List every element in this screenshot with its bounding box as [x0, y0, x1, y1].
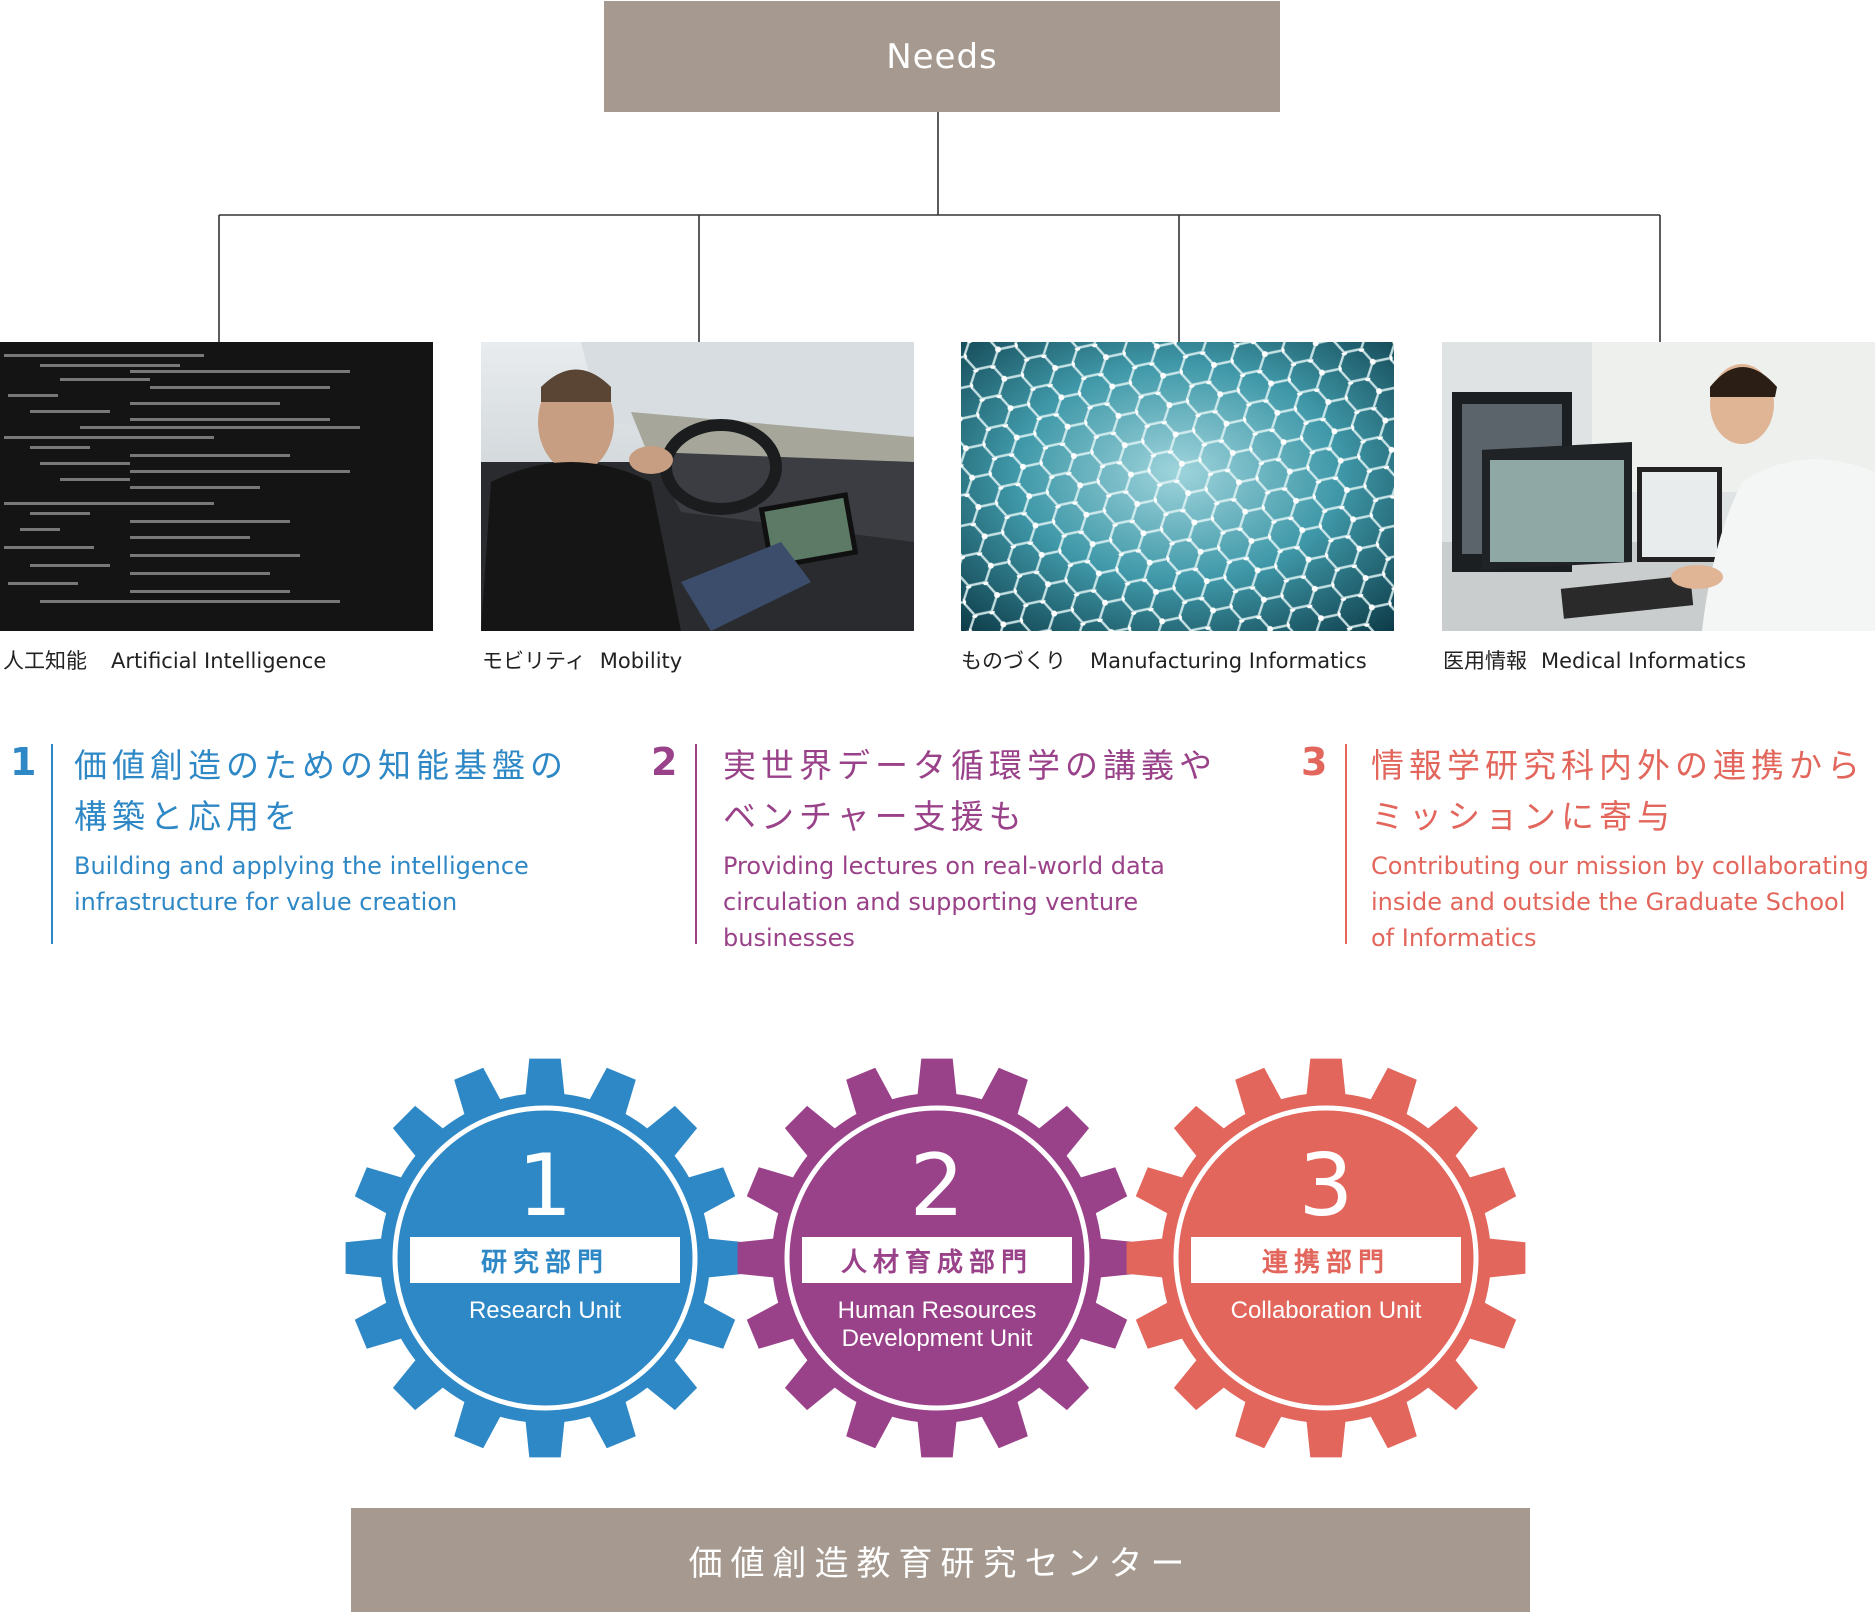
units-gears: 1 研究部門 Research Unit 2 人材育成部門 Human Reso… — [345, 1058, 1526, 1458]
mission-jp: 情報学研究科内外の連携からミッションに寄与 — [1371, 746, 1865, 836]
mission-jp: 実世界データ循環学の講義やベンチャー支援も — [723, 746, 1217, 836]
autonomous-car-photo — [481, 342, 914, 631]
mission-en: Contributing our mission by collaboratin… — [1371, 852, 1869, 952]
terminal-code-photo — [0, 342, 433, 631]
gear-collaboration-unit: 3 連携部門 Collaboration Unit — [1126, 1058, 1526, 1458]
gear-human-resources-unit: 2 人材育成部門 Human Resources Development Uni… — [737, 1058, 1137, 1458]
caption-jp: 人工知能 — [3, 649, 87, 673]
gear-research-unit: 1 研究部門 Research Unit — [345, 1058, 745, 1458]
caption-en: Manufacturing Informatics — [1090, 649, 1367, 673]
gear-unit-en: Collaboration Unit — [1231, 1297, 1422, 1324]
gear-unit-en-2: Development Unit — [842, 1325, 1033, 1352]
gear-number: 1 — [518, 1136, 573, 1236]
mission-divider — [1345, 744, 1347, 944]
caption-en: Artificial Intelligence — [111, 649, 327, 673]
gear-unit-jp: 研究部門 — [481, 1247, 609, 1278]
mission-number: 1 — [10, 740, 37, 784]
mission-divider — [695, 744, 697, 944]
needs-box: Needs — [604, 1, 1280, 112]
needs-label: Needs — [886, 36, 998, 77]
doctor-monitor-photo — [1442, 342, 1875, 631]
caption-jp: モビリティ — [482, 649, 586, 673]
caption-en: Mobility — [599, 649, 683, 673]
caption-en: Medical Informatics — [1541, 649, 1747, 673]
caption-jp: 医用情報 — [1443, 649, 1527, 673]
needs-tree-connector — [218, 112, 1661, 342]
gear-unit-jp: 連携部門 — [1262, 1247, 1390, 1278]
mission-divider — [51, 744, 53, 944]
hexagon-lattice-photo — [961, 342, 1394, 631]
caption-mobility: モビリティ Mobility — [482, 645, 682, 675]
mission-jp: 価値創造のための知能基盤の構築と応用を — [74, 746, 568, 836]
gear-number: 3 — [1299, 1136, 1354, 1236]
mission-number: 2 — [651, 740, 678, 784]
caption-jp: ものづくり — [961, 649, 1066, 673]
mission-en: Providing lectures on real-world data ci… — [723, 852, 1165, 952]
mission-number: 3 — [1301, 740, 1328, 784]
caption-ai: 人工知能 Artificial Intelligence — [3, 645, 326, 675]
gear-number: 2 — [910, 1136, 965, 1236]
mission-en: Building and applying the intelligence i… — [74, 852, 529, 916]
center-name: 価値創造教育研究センター — [688, 1543, 1193, 1584]
caption-manufacturing: ものづくり Manufacturing Informatics — [961, 645, 1367, 675]
gear-unit-en: Research Unit — [469, 1297, 621, 1324]
center-name-box: 価値創造教育研究センター — [351, 1508, 1530, 1612]
caption-medical: 医用情報 Medical Informatics — [1443, 645, 1746, 675]
gear-unit-en: Human Resources — [838, 1297, 1037, 1324]
gear-unit-jp: 人材育成部門 — [841, 1247, 1033, 1278]
